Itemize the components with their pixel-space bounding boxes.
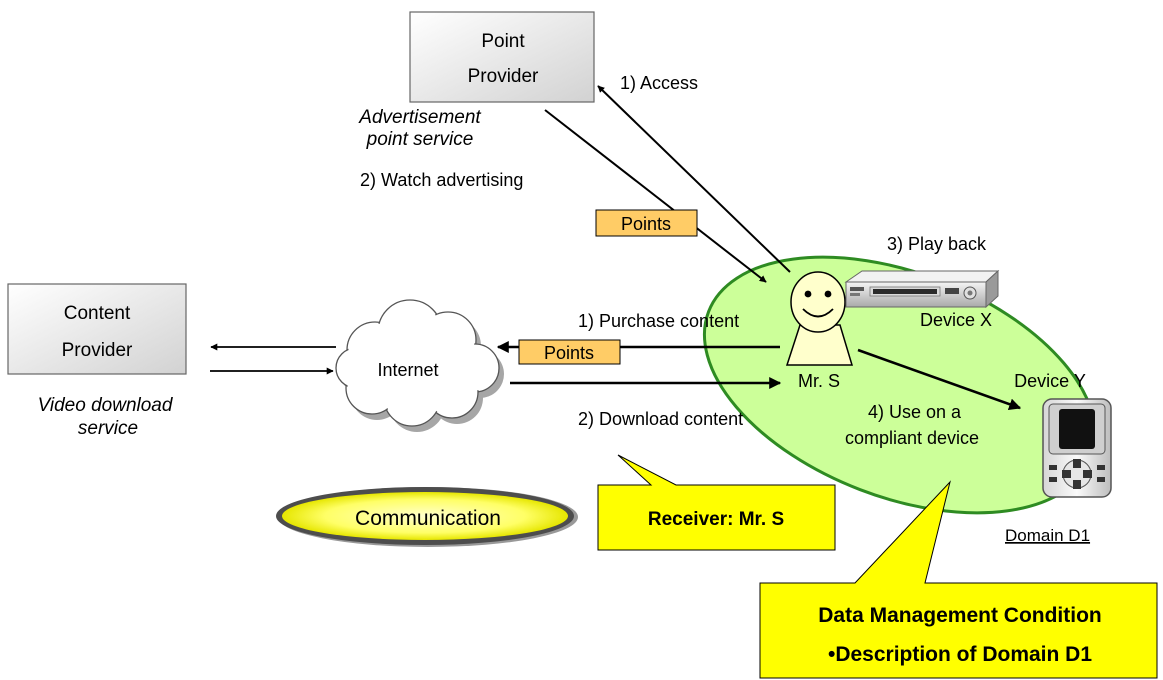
condition-callout-line2: •Description of Domain D1 <box>828 643 1092 666</box>
device-x-label: Device X <box>920 310 992 330</box>
point-provider-box: Point Provider <box>409 11 595 103</box>
internet-label: Internet <box>377 360 438 380</box>
points-badge-purchase-label: Points <box>544 343 594 363</box>
condition-callout-line1: Data Management Condition <box>818 604 1102 627</box>
advertisement-service-line2: point service <box>366 129 474 150</box>
points-badge-advertising: Points <box>595 209 698 237</box>
points-badge-advertising-label: Points <box>621 214 671 234</box>
video-service-line1: Video download <box>38 395 174 416</box>
content-provider-label-line2: Provider <box>62 340 133 361</box>
point-provider-label-line2: Provider <box>468 66 539 87</box>
communication-ellipse: Communication <box>276 487 578 547</box>
step-playback-label: 3) Play back <box>887 234 987 254</box>
access-arrow <box>597 85 791 273</box>
advertisement-service-line1: Advertisement <box>358 107 481 128</box>
step-access-label: 1) Access <box>620 73 698 93</box>
mr-s-user-icon <box>785 271 854 366</box>
point-provider-label-line1: Point <box>481 31 525 52</box>
points-badge-purchase: Points <box>518 339 621 365</box>
step-download-label: 2) Download content <box>578 409 743 429</box>
domain-d1-label: Domain D1 <box>1005 526 1090 545</box>
content-provider-label-line1: Content <box>64 303 131 324</box>
video-service-line2: service <box>78 418 138 439</box>
step-use-label-line1: 4) Use on a <box>868 402 962 422</box>
device-y-player-icon <box>1042 398 1112 498</box>
internet-cloud: Internet <box>335 299 504 432</box>
receiver-callout-label: Receiver: Mr. S <box>648 509 784 530</box>
receiver-callout: Receiver: Mr. S <box>597 454 836 551</box>
condition-callout: Data Management Condition •Description o… <box>759 480 1158 679</box>
step-purchase-label: 1) Purchase content <box>578 311 739 331</box>
mr-s-label: Mr. S <box>798 371 840 391</box>
step-use-label-line2: compliant device <box>845 428 979 448</box>
content-provider-box: Content Provider <box>7 283 187 375</box>
communication-label: Communication <box>355 507 501 530</box>
watch-advertising-arrow <box>544 109 767 283</box>
use-on-device-arrow <box>857 348 1022 411</box>
device-y-label: Device Y <box>1014 371 1086 391</box>
device-x-recorder-icon <box>844 269 1000 309</box>
step-watch-label: 2) Watch advertising <box>360 170 523 190</box>
